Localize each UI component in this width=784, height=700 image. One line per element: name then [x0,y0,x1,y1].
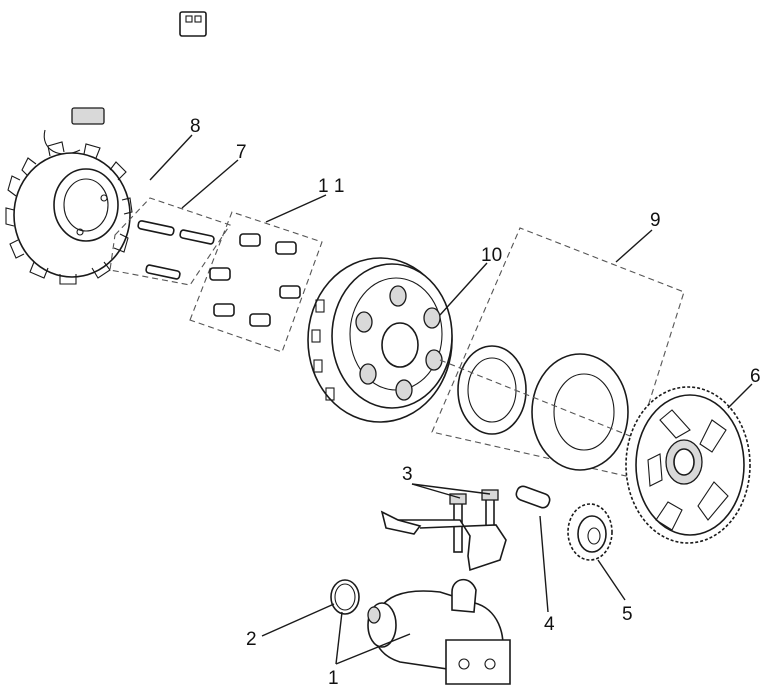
callout-labels: 8 7 1 1 10 9 6 3 4 5 2 1 [190,116,761,689]
starter-clutch-assembly [431,227,685,477]
idle-shaft [515,485,551,509]
stator-assembly [5,11,207,285]
leader-lines [149,134,753,665]
starter-driven-gear [625,386,751,544]
starter-motor [367,510,511,685]
bolt-set [189,211,323,353]
callout-2: 2 [246,629,257,650]
callout-3: 3 [402,464,413,485]
flywheel-rotor [307,257,453,423]
wire-connector [179,11,207,37]
screw-set [109,197,231,286]
callout-5: 5 [622,604,633,625]
callout-1: 1 [328,668,339,689]
callout-11: 1 1 [318,176,344,197]
idle-gear-and-shaft [515,485,613,561]
wire-clamp [71,107,105,125]
callout-4: 4 [544,614,555,635]
callout-7: 7 [236,142,247,163]
callout-9: 9 [650,210,661,231]
callout-8: 8 [190,116,201,137]
callout-6: 6 [750,366,761,387]
callout-10: 10 [481,245,502,266]
